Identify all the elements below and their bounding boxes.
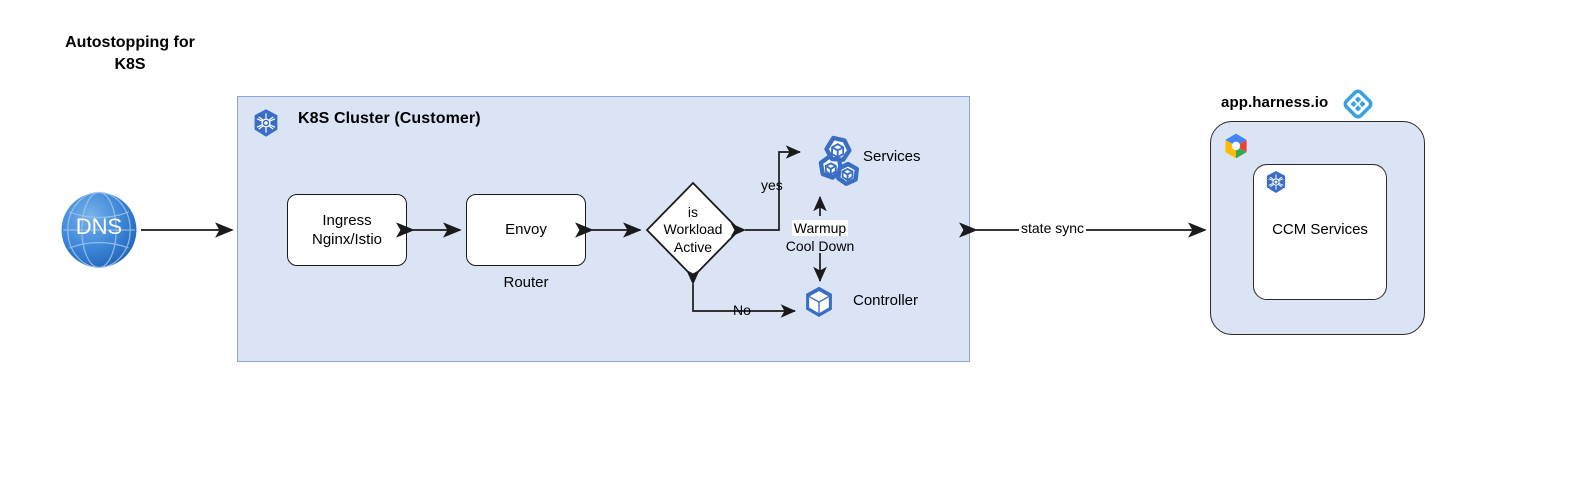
warmup-text: Warmup xyxy=(791,220,849,236)
edge-label-warmup-cooldown: Warmup Cool Down xyxy=(784,220,856,255)
k8s-cluster-title: K8S Cluster (Customer) xyxy=(298,110,481,127)
decision-label: is Workload Active xyxy=(663,204,723,255)
dns-globe-icon xyxy=(60,191,138,269)
harness-title: app.harness.io xyxy=(1221,94,1329,111)
pods-icon xyxy=(806,133,868,195)
edge-label-state-sync: state sync xyxy=(1019,220,1087,236)
dns-label: DNS xyxy=(75,214,123,239)
ccm-services-label: CCM Services xyxy=(1272,221,1368,238)
router-label: Router xyxy=(503,274,549,291)
cooldown-text: Cool Down xyxy=(785,237,855,254)
services-label: Services xyxy=(863,148,921,165)
ingress-label: Ingress Nginx/Istio xyxy=(311,211,383,249)
pod-icon xyxy=(802,285,836,319)
kubernetes-icon xyxy=(1264,170,1288,194)
google-cloud-icon xyxy=(1222,133,1250,159)
edge-label-yes: yes xyxy=(761,177,783,193)
kubernetes-icon xyxy=(251,108,281,138)
envoy-label: Envoy xyxy=(505,221,547,239)
controller-label: Controller xyxy=(853,292,919,309)
envoy-node: Envoy xyxy=(466,194,586,266)
edge-label-no: No xyxy=(733,302,751,318)
harness-logo-icon xyxy=(1343,89,1373,119)
page-title: Autostopping for K8S xyxy=(65,34,195,73)
ingress-node: Ingress Nginx/Istio xyxy=(287,194,407,266)
